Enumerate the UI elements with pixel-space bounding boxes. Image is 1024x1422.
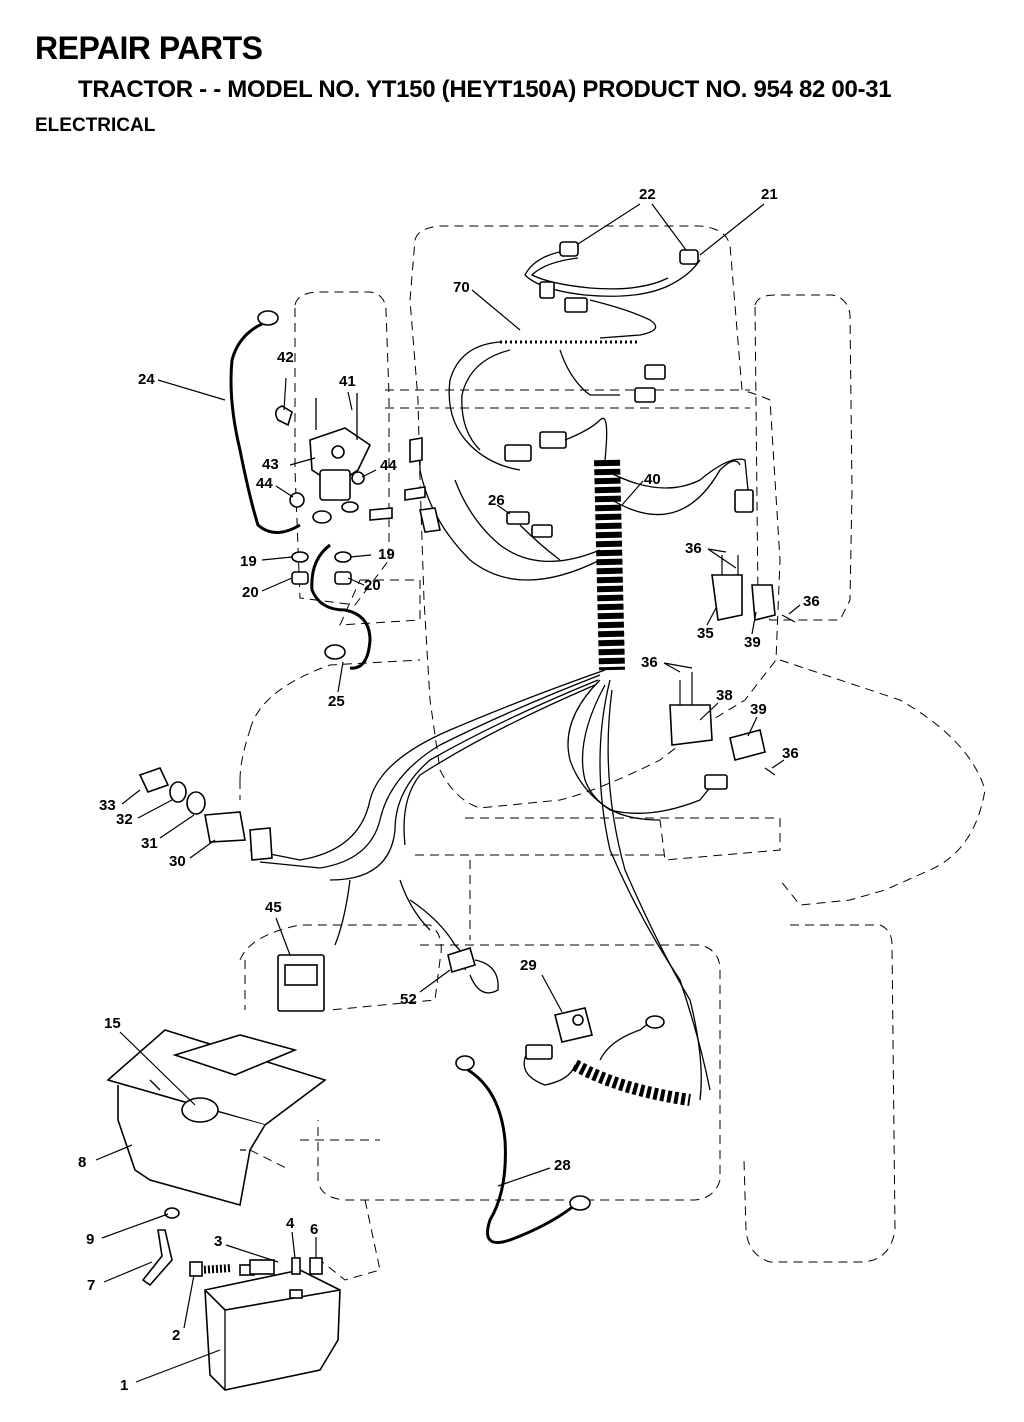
callout-19-left: 19 xyxy=(240,553,257,570)
callout-39-b: 39 xyxy=(750,701,767,718)
ignition-switch-parts xyxy=(138,767,273,861)
callout-36-c: 36 xyxy=(641,654,658,671)
callout-52: 52 xyxy=(400,991,417,1008)
callout-44-right: 44 xyxy=(380,457,397,474)
callout-15: 15 xyxy=(104,1015,121,1032)
fuse-holder-26 xyxy=(506,511,561,561)
cable-25 xyxy=(310,543,372,670)
relay-52 xyxy=(447,946,499,994)
callout-7: 7 xyxy=(87,1277,95,1294)
callout-32: 32 xyxy=(116,811,133,828)
tractor-outline xyxy=(239,225,986,1281)
callout-45: 45 xyxy=(265,899,282,916)
callout-22: 22 xyxy=(639,186,656,203)
callout-70: 70 xyxy=(453,279,470,296)
callout-38: 38 xyxy=(716,687,733,704)
coil-wrap-70 xyxy=(448,340,666,471)
battery-1 xyxy=(204,1264,341,1391)
callout-36-d: 36 xyxy=(782,745,799,762)
callout-28: 28 xyxy=(554,1157,571,1174)
callout-30: 30 xyxy=(169,853,186,870)
callout-44-left: 44 xyxy=(256,475,273,492)
page-title: REPAIR PARTS xyxy=(35,30,263,66)
leader-lines xyxy=(95,203,801,1383)
callout-20-right: 20 xyxy=(364,577,381,594)
callout-20-left: 20 xyxy=(242,584,259,601)
callout-40: 40 xyxy=(644,471,661,488)
callout-26: 26 xyxy=(488,492,505,509)
battery-cable-24 xyxy=(229,310,301,534)
callout-9: 9 xyxy=(86,1231,94,1248)
harness-branches xyxy=(249,669,728,1101)
battery-tray-8 xyxy=(106,1029,327,1207)
battery-hardware xyxy=(141,1207,323,1287)
callout-35: 35 xyxy=(697,625,714,642)
callout-6: 6 xyxy=(310,1221,318,1238)
page-subtitle: TRACTOR - - MODEL NO. YT150 (HEYT150A) P… xyxy=(78,76,892,103)
section-label: ELECTRICAL xyxy=(35,115,156,136)
switch-brackets xyxy=(669,555,796,776)
callout-21: 21 xyxy=(761,186,778,203)
callout-25: 25 xyxy=(328,693,345,710)
main-harness-40 xyxy=(419,417,754,671)
cable-28 xyxy=(455,1055,591,1244)
callout-8: 8 xyxy=(78,1154,86,1171)
callout-19-right: 19 xyxy=(378,546,395,563)
callout-numbers: 22 21 70 24 42 41 43 44 44 19 19 20 20 4… xyxy=(78,186,820,1394)
callout-42: 42 xyxy=(277,349,294,366)
callout-41: 41 xyxy=(339,373,356,390)
callout-36-a: 36 xyxy=(685,540,702,557)
callout-2: 2 xyxy=(172,1327,180,1344)
callout-24: 24 xyxy=(138,371,155,388)
callout-4: 4 xyxy=(286,1215,295,1232)
starter-solenoid-29 xyxy=(523,1007,691,1106)
callout-33: 33 xyxy=(99,797,116,814)
callout-1: 1 xyxy=(120,1377,128,1394)
hour-meter-45 xyxy=(277,954,325,1012)
solenoid-43 xyxy=(274,393,441,585)
callout-3: 3 xyxy=(214,1233,222,1250)
callout-29: 29 xyxy=(520,957,537,974)
callout-39-a: 39 xyxy=(744,634,761,651)
callout-43: 43 xyxy=(262,456,279,473)
callout-36-b: 36 xyxy=(803,593,820,610)
headlight-harness xyxy=(524,241,701,339)
callout-31: 31 xyxy=(141,835,158,852)
